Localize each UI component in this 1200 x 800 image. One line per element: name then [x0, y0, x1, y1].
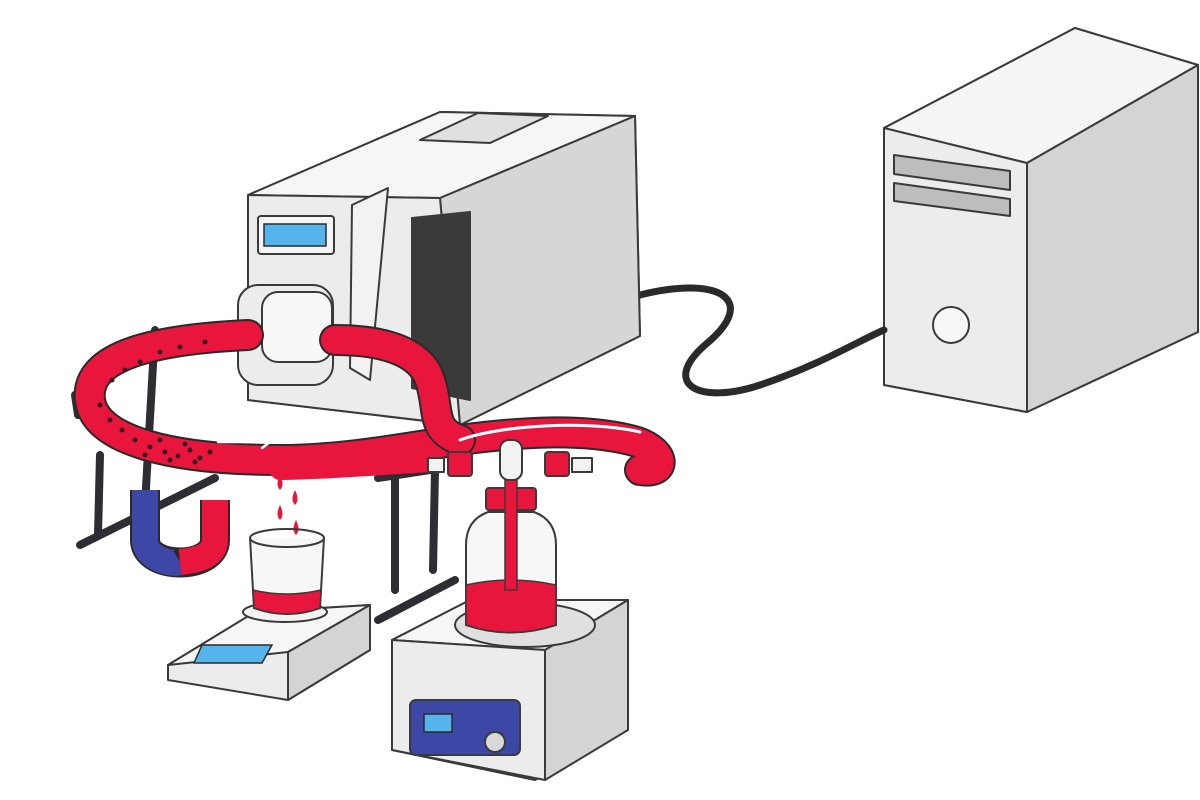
magnetic-particles [97, 339, 213, 465]
computer-tower [883, 27, 1199, 413]
flow-arrow-bottom [216, 434, 273, 450]
connection-cable [636, 284, 888, 397]
flow-arrow-top [172, 370, 227, 388]
stirrer-display [423, 713, 453, 733]
balance-display [192, 644, 274, 664]
analytical-balance [167, 601, 371, 701]
magnet [130, 490, 230, 578]
peristaltic-pump [237, 111, 641, 426]
drive-bay-top [893, 154, 1011, 191]
support-stand-right [374, 466, 459, 624]
drive-bay-bottom [893, 182, 1011, 217]
valve-right[interactable] [544, 451, 593, 477]
collection-beaker [249, 528, 325, 615]
tubing-loop [73, 319, 676, 487]
pump-display-screen [263, 223, 327, 247]
reservoir-bottle [465, 439, 557, 634]
power-button[interactable] [932, 306, 970, 344]
stirrer-knob[interactable] [484, 731, 506, 753]
valve-left[interactable] [427, 451, 473, 477]
